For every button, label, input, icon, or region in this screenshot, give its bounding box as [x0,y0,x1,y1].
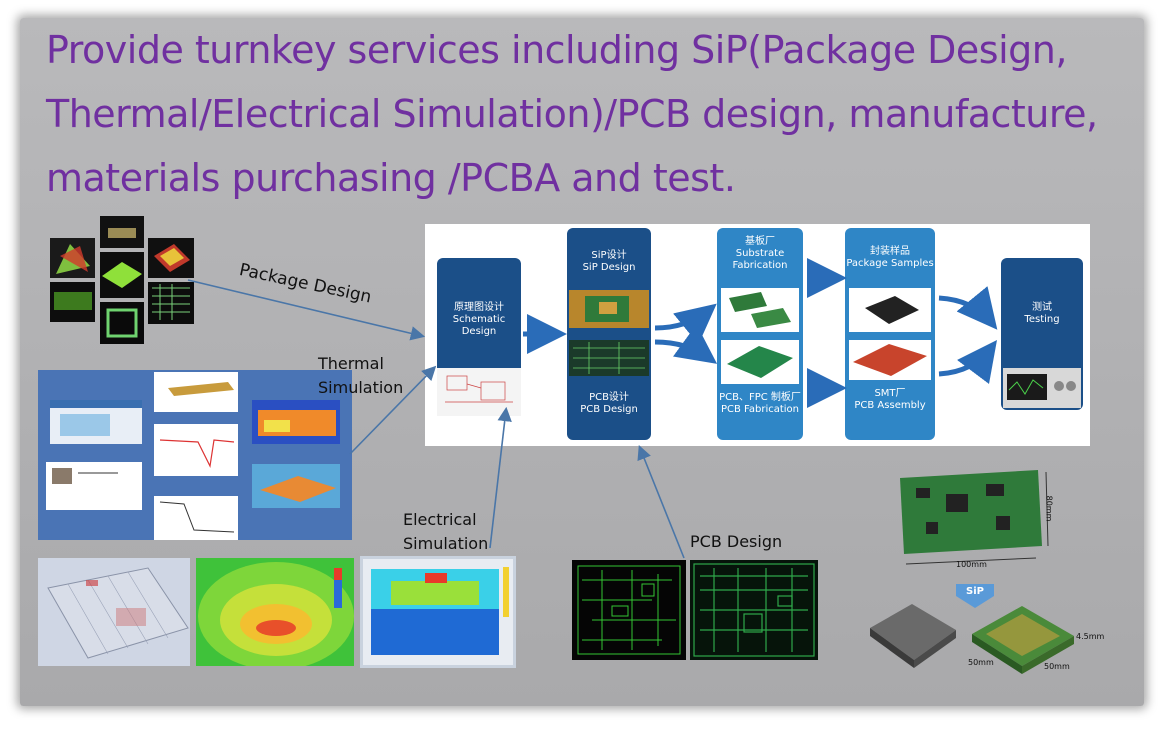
sip-chip-board-image: 50mm 50mm 4.5mm [962,600,1105,690]
flow-smt-en: PCB Assembly [854,400,926,411]
flow-substrate-en: Substrate Fabrication [732,248,788,271]
label-thermal-line-1: Thermal [318,354,384,373]
headline-line-2: Thermal/Electrical Simulation)/PCB desig… [46,92,1098,136]
substrate-thumbnail [721,288,799,332]
electrical-simulation-image [360,556,516,668]
label-electrical-line-1: Electrical [403,510,477,529]
label-electrical-line-2: Simulation [403,534,489,553]
flow-testing: 测试 Testing [1001,258,1083,410]
pcb-module-image: 100mm 80mm [886,464,1054,576]
flow-samples-en: Package Samples [846,258,934,269]
pcb-design-thumbnail [569,340,649,376]
flow-pcbfab-cn: PCB、FPC 制板厂 [719,392,801,403]
flow-fabrication: 基板厂 Substrate Fabrication PCB、FPC 制板厂 PC… [717,228,803,440]
process-flow: 原理图设计 Schematic Design SiP设计 SiP Design … [425,224,1090,446]
flow-schematic-design: 原理图设计 Schematic Design [437,258,521,416]
sip-design-thumbnail [569,290,649,328]
package-design-collage [50,216,200,346]
flow-schematic-cn: 原理图设计 [454,302,504,313]
flow-smt-cn: SMT厂 [874,388,906,399]
label-pcb-design: PCB Design [690,532,783,551]
flow-samples-assembly: 封装样品 Package Samples SMT厂 PCB Assembly [845,228,935,440]
module-height-label: 80mm [1044,495,1054,522]
flow-pcb-cn: PCB设计 [589,392,629,403]
sip-badge: SiP [952,584,998,608]
headline: Provide turnkey services including SiP(P… [46,18,1136,210]
flow-testing-cn: 测试 [1032,302,1052,313]
module-width-label: 100mm [956,560,987,569]
pcb-fab-thumbnail [721,340,799,384]
label-thermal-line-2: Simulation [318,378,404,397]
flow-schematic-en: Schematic Design [452,314,506,337]
slide: Provide turnkey services including SiP(P… [20,18,1144,706]
flow-pcbfab-en: PCB Fabrication [720,404,800,415]
flow-testing-en: Testing [1024,314,1060,325]
flow-pcb-en: PCB Design [580,404,638,415]
electrical-mesh-image [38,558,190,666]
label-electrical-simulation: Electrical Simulation [403,508,488,556]
sip-badge-label: SiP [966,586,984,597]
sip-chip-package-image [866,600,960,672]
flow-samples-cn: 封装样品 [870,246,910,257]
thermal-simulation-panel [38,370,352,540]
label-thermal-simulation: Thermal Simulation [318,352,403,400]
electrical-field-image [196,558,354,666]
flow-sip-cn: SiP设计 [591,250,627,261]
testing-instrument-thumbnail [1003,368,1081,408]
headline-line-3: materials purchasing /PCBA and test. [46,156,736,200]
samples-thumbnail [849,288,931,332]
chip-depth-label: 50mm [1044,662,1070,671]
chip-width-label: 50mm [968,658,994,667]
assembly-thumbnail [849,340,931,380]
flow-sip-en: SiP Design [582,262,636,273]
pcb-layout-image-2 [690,560,818,660]
pcb-layout-image-1 [572,560,686,660]
flow-substrate-cn: 基板厂 [745,236,775,247]
flow-sip-pcb-design: SiP设计 SiP Design PCB设计 PCB Design [567,228,651,440]
headline-line-1: Provide turnkey services including SiP(P… [46,28,1067,72]
label-package-design: Package Design [237,259,374,308]
schematic-thumbnail [437,368,521,416]
chip-thickness-label: 4.5mm [1076,632,1105,641]
